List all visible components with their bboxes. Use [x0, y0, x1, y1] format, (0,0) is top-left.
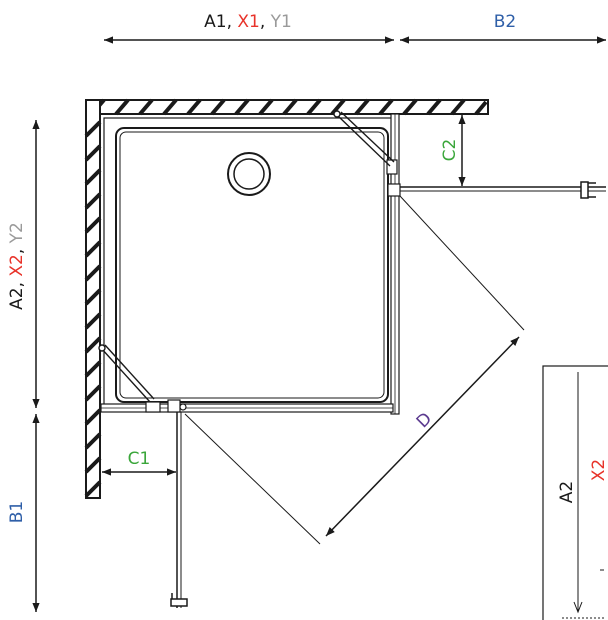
label-d: D [413, 409, 436, 432]
label-a1-x1-y1: A1, X1, Y1 [204, 12, 292, 32]
shower-tray [103, 117, 397, 411]
bottom-door-open [170, 412, 188, 608]
wall-top [85, 98, 489, 116]
inset-panel [542, 365, 608, 620]
label-c1: C1 [128, 449, 151, 469]
dim-line-d [184, 195, 525, 545]
right-door-open [400, 181, 606, 199]
wall-left [84, 99, 102, 499]
label-b1: B1 [7, 501, 27, 523]
label-b2: B2 [494, 12, 516, 32]
left-diagonal-brace [98, 344, 155, 403]
right-diagonal-brace [333, 110, 395, 167]
inset-label-x2: X2 [589, 459, 608, 481]
label-a2-x2-y2: A2, X2, Y2 [7, 222, 27, 310]
drain-icon [227, 152, 271, 196]
inset-label-a2: A2 [557, 481, 577, 503]
label-c2: C2 [440, 139, 460, 162]
